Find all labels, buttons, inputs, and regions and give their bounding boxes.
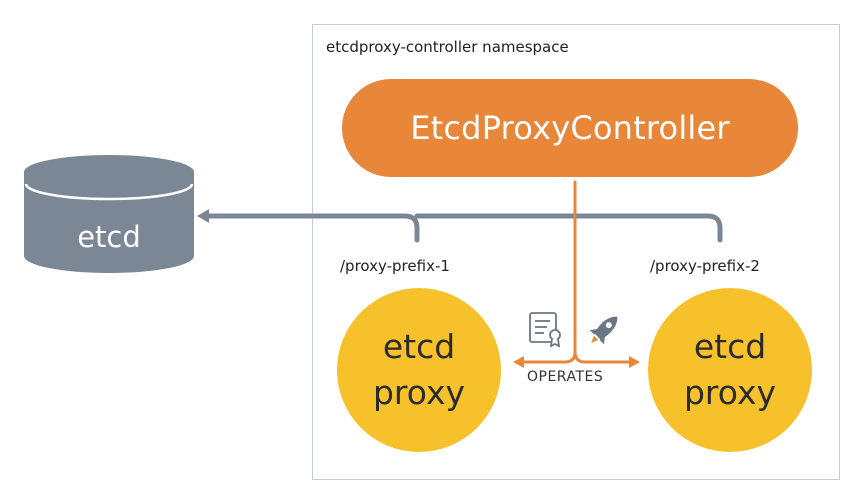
operates-left-arrowhead [513, 356, 524, 368]
proxy2-etcd-connector [414, 213, 723, 243]
proxy1-etcd-connector [202, 213, 420, 243]
rocket-icon [589, 316, 618, 345]
proxy-2-line2: proxy [683, 373, 777, 412]
etcd-proxy-controller: EtcdProxyController [342, 79, 798, 177]
proxy-2-line1: etcd [693, 327, 767, 366]
etcd-database [24, 155, 194, 273]
proxy-1-line1: etcd [382, 327, 456, 366]
controller-label: EtcdProxyController [410, 109, 730, 147]
proxy-1-line2: proxy [372, 373, 466, 412]
etcd-proxy-1: etcd proxy [337, 288, 501, 452]
operates-label: OPERATES [527, 369, 604, 385]
proxy-prefix-2-label: /proxy-prefix-2 [650, 257, 760, 275]
etcd-proxy-2: etcd proxy [648, 288, 812, 452]
operates-right-arrowhead [629, 356, 640, 368]
etcd-arrowhead [197, 209, 209, 223]
proxy-prefix-1-label: /proxy-prefix-1 [340, 257, 450, 275]
namespace-label: etcdproxy-controller namespace [326, 38, 569, 56]
certificate-icon [529, 312, 561, 348]
etcd-label: etcd [77, 220, 141, 254]
